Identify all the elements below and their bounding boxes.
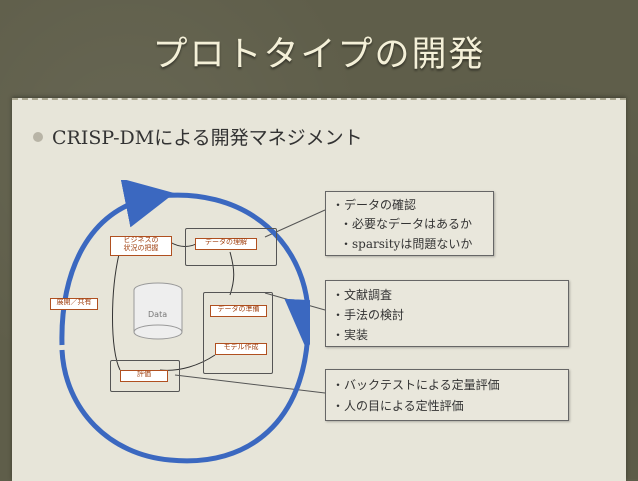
bullet-crisp-dm: CRISP-DMによる開発マネジメント xyxy=(52,127,363,149)
callout1-line2: ・必要なデータはあるか xyxy=(340,217,473,231)
callout3-line2: ・人の目による定性評価 xyxy=(332,399,464,413)
node-data-preparation: データの準備 xyxy=(210,305,267,317)
node-deployment: 展開／共有 xyxy=(50,298,98,310)
crisp-dm-diagram: ビジネスの 状況の把握 データの理解 展開／共有 データの準備 モデル作成 評価… xyxy=(50,180,310,470)
cycle-arc-left xyxy=(59,180,175,346)
evaluation-highlight xyxy=(110,360,180,392)
callout-evaluation xyxy=(325,369,569,421)
callout2-line3: ・実装 xyxy=(332,328,369,342)
bullet-dot xyxy=(33,132,43,142)
callout1-line3: ・sparsityは問題ないか xyxy=(340,237,473,251)
callout-data-check xyxy=(325,191,494,256)
callout-research xyxy=(325,280,569,347)
data-label: Data xyxy=(148,310,168,319)
data-cylinder-bottom xyxy=(133,324,183,340)
slide-title: プロトタイプの開発 xyxy=(152,35,486,75)
cycle-arc-top xyxy=(144,192,310,350)
inner-arrow-4 xyxy=(112,249,121,371)
callout1-line1: ・データの確認 xyxy=(332,198,417,212)
node-modeling: モデル作成 xyxy=(215,343,267,355)
node-evaluation: 評価 xyxy=(120,370,168,382)
connector-line-3 xyxy=(174,374,326,394)
node-business-understanding: ビジネスの 状況の把握 xyxy=(110,236,172,256)
callout3-line1: ・バックテストによる定量評価 xyxy=(332,378,500,392)
data-prep-highlight xyxy=(203,292,273,374)
callout2-line1: ・文献調査 xyxy=(332,288,393,302)
cycle-svg xyxy=(59,180,310,464)
node-data-understanding: データの理解 xyxy=(195,238,257,250)
inner-arrow-2 xyxy=(229,251,235,296)
cycle-arc-bottom xyxy=(59,329,310,464)
data-understanding-highlight xyxy=(185,228,277,266)
callout2-line2: ・手法の検討 xyxy=(332,308,405,322)
